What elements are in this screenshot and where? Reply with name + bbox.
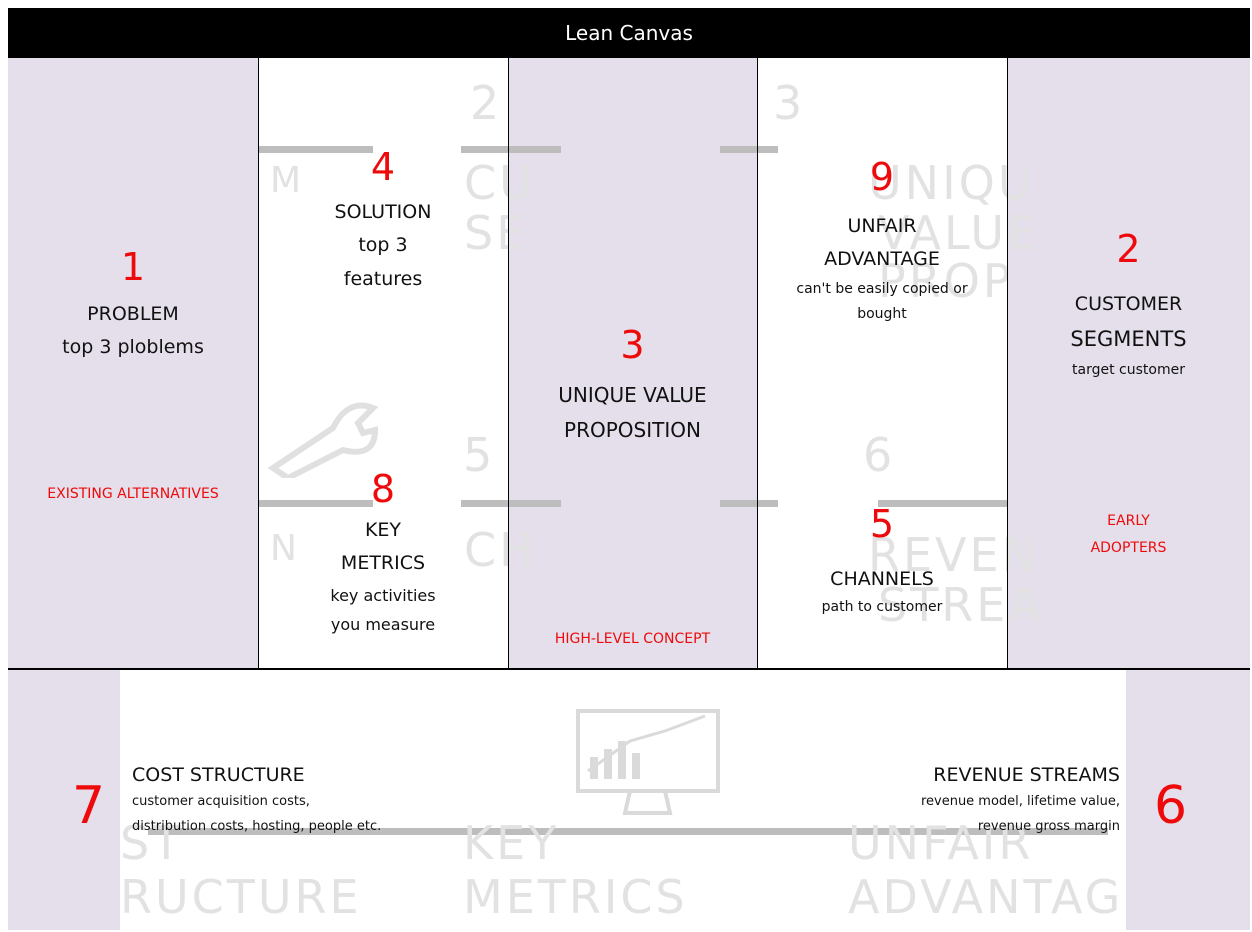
unfair-advantage-title: UNFAIR bbox=[847, 215, 917, 237]
block-number: 8 bbox=[370, 467, 396, 511]
watermark-text: 3 bbox=[773, 76, 806, 130]
watermark-text: 5 bbox=[463, 428, 496, 482]
watermark-bar bbox=[461, 146, 561, 153]
block-number: 2 bbox=[1116, 227, 1141, 271]
monitor-chart-icon bbox=[576, 709, 720, 815]
revenue-streams-title: REVENUE STREAMS bbox=[933, 764, 1120, 786]
watermark-text: RUCTURE bbox=[120, 870, 362, 924]
customer-segments-title: CUSTOMER bbox=[1074, 293, 1183, 315]
watermark-text: UNIQU bbox=[868, 156, 1035, 210]
watermark-text: ADVANTAG bbox=[848, 870, 1124, 924]
watermark-bar bbox=[720, 146, 778, 153]
advantage-channels-column bbox=[757, 58, 1007, 668]
customer-segments-content: 2 CUSTOMER SEGMENTS target customer bbox=[1007, 230, 1250, 384]
watermark-bar bbox=[878, 500, 1007, 507]
unfair-advantage-sub: can't be easily copied or bbox=[796, 280, 968, 297]
channels-title: CHANNELS bbox=[830, 568, 934, 590]
customer-segments-sub: target customer bbox=[1072, 362, 1185, 378]
grid-line bbox=[1007, 58, 1008, 670]
unfair-advantage-title: ADVANTAGE bbox=[824, 248, 940, 271]
channels-sub: path to customer bbox=[821, 599, 943, 616]
key-metrics-sub: key activities bbox=[330, 585, 436, 605]
customer-segments-block bbox=[1007, 58, 1250, 668]
channels-content: 5 CHANNELS path to customer bbox=[757, 505, 1007, 619]
grid-line bbox=[258, 58, 259, 670]
high-level-concept: HIGH-LEVEL CONCEPT bbox=[554, 631, 711, 647]
watermark-bar bbox=[461, 500, 561, 507]
watermark-text: 6 bbox=[863, 428, 896, 482]
watermark-text: PROP bbox=[878, 254, 1014, 308]
solution-line: top 3 bbox=[358, 234, 408, 257]
unfair-advantage-sub: bought bbox=[857, 306, 907, 323]
watermark-bar bbox=[258, 146, 373, 153]
block-number: 5 bbox=[869, 502, 895, 546]
existing-alternatives: EXISTING ALTERNATIVES bbox=[47, 486, 219, 502]
uvp-title: PROPOSITION bbox=[564, 418, 701, 442]
watermark-text: CH bbox=[464, 523, 537, 577]
customer-segments-title: SEGMENTS bbox=[1070, 327, 1187, 352]
block-number: 6 bbox=[1154, 776, 1188, 836]
key-metrics-sub: you measure bbox=[330, 615, 436, 635]
watermark-bar bbox=[258, 500, 373, 507]
problem-content: 1 PROBLEM top 3 ploblems bbox=[8, 248, 258, 365]
canvas-title: Lean Canvas bbox=[8, 8, 1250, 58]
cost-structure-sub: customer acquisition costs, bbox=[132, 794, 310, 810]
watermark-text: ST bbox=[120, 816, 184, 870]
block-number: 7 bbox=[72, 776, 106, 836]
watermark-text: M bbox=[270, 160, 305, 201]
bottom-center-area bbox=[120, 670, 1126, 930]
cost-side-panel bbox=[8, 670, 120, 930]
solution-line: features bbox=[343, 267, 423, 290]
grid-line bbox=[508, 58, 509, 670]
lean-canvas: Lean Canvas M CU SE UNIQU VALUE PROP N C… bbox=[8, 8, 1250, 930]
wrench-icon bbox=[267, 402, 379, 478]
watermark-text: STREA bbox=[878, 578, 1043, 632]
solution-metrics-column bbox=[258, 58, 508, 668]
solution-content: 4 SOLUTION top 3 features bbox=[258, 148, 508, 296]
watermark-text: SE bbox=[464, 206, 529, 260]
problem-subtitle: top 3 ploblems bbox=[62, 336, 204, 359]
watermark-text: VALUE bbox=[878, 206, 1040, 260]
block-number: 4 bbox=[370, 145, 396, 189]
cost-structure-content: COST STRUCTURE customer acquisition cost… bbox=[132, 760, 381, 840]
grid-line bbox=[757, 58, 758, 670]
solution-title: SOLUTION bbox=[334, 201, 432, 223]
block-number: 1 bbox=[120, 245, 146, 289]
watermark-text: CU bbox=[464, 156, 536, 210]
early-adopters: EARLY ADOPTERS bbox=[1090, 513, 1167, 556]
problem-title: PROBLEM bbox=[87, 303, 179, 325]
uvp-content: 3 UNIQUE VALUE PROPOSITION bbox=[508, 326, 757, 448]
revenue-streams-sub: revenue model, lifetime value, bbox=[920, 794, 1120, 810]
watermark-bar bbox=[148, 828, 1108, 835]
watermark-text: N bbox=[270, 528, 300, 569]
uvp-title: UNIQUE VALUE bbox=[558, 383, 707, 407]
block-number: 3 bbox=[620, 323, 645, 367]
cost-structure-title: COST STRUCTURE bbox=[132, 764, 305, 786]
problem-block bbox=[8, 58, 258, 668]
watermark-text: METRICS bbox=[463, 870, 688, 924]
key-metrics-title: KEY bbox=[364, 519, 402, 541]
uvp-block bbox=[508, 58, 757, 668]
block-number: 9 bbox=[869, 155, 895, 199]
grid-line bbox=[8, 668, 1250, 670]
revenue-side-panel bbox=[1126, 670, 1250, 930]
watermark-text: 2 bbox=[470, 76, 503, 130]
key-metrics-content: 8 KEY METRICS key activities you measure bbox=[258, 470, 508, 640]
watermark-text: UNFAIR bbox=[848, 816, 1034, 870]
watermark-bar bbox=[720, 500, 778, 507]
revenue-streams-sub: revenue gross margin bbox=[977, 819, 1120, 835]
cost-structure-sub: distribution costs, hosting, people etc. bbox=[132, 819, 382, 835]
key-metrics-title: METRICS bbox=[340, 552, 426, 575]
unfair-advantage-content: 9 UNFAIR ADVANTAGE can't be easily copie… bbox=[757, 158, 1007, 328]
watermark-text: KEY bbox=[463, 816, 560, 870]
revenue-streams-content: REVENUE STREAMS revenue model, lifetime … bbox=[820, 760, 1120, 840]
